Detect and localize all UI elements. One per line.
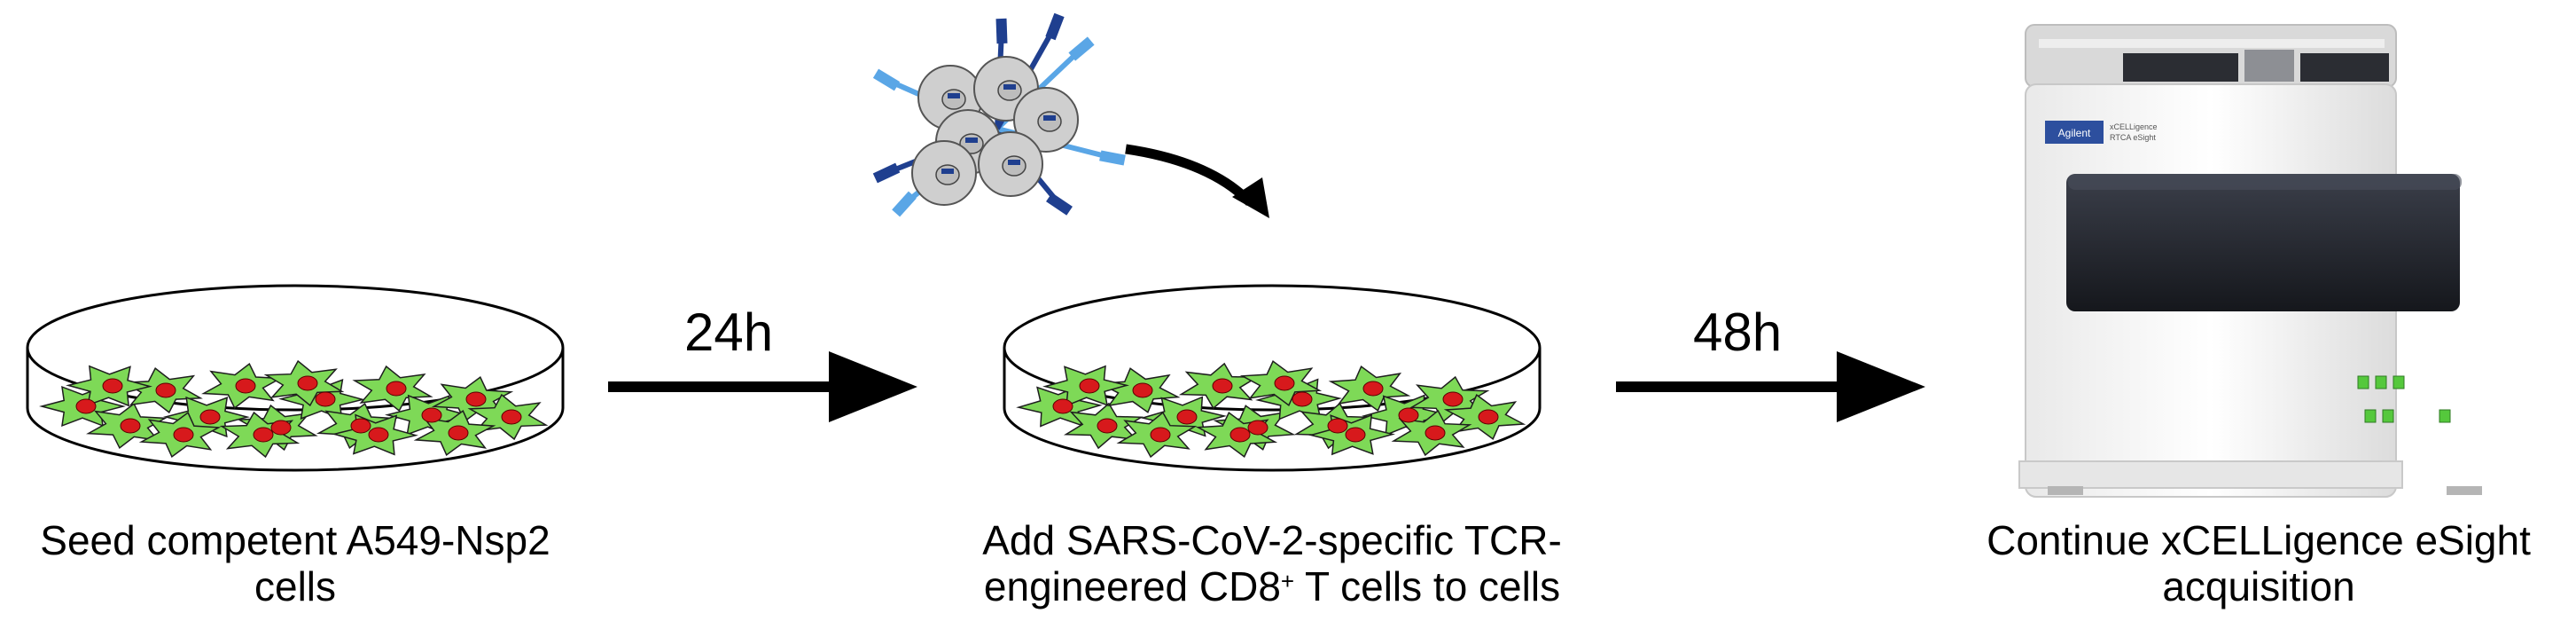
cell-nucleus xyxy=(1274,375,1295,391)
cell-nucleus xyxy=(1212,378,1233,394)
cell-nucleus xyxy=(1292,391,1313,407)
cell-nucleus xyxy=(155,382,176,398)
cell-nucleus xyxy=(102,378,123,394)
tcr-gene-marker xyxy=(948,93,960,98)
agilent-badge: Agilent xyxy=(2045,121,2104,144)
cell-nucleus xyxy=(421,407,442,423)
curved-arrow xyxy=(1125,144,1269,218)
cell-nucleus xyxy=(253,427,274,443)
cell-nucleus xyxy=(173,427,194,443)
tcr-gene-marker xyxy=(941,169,954,174)
cell-nucleus xyxy=(235,378,256,394)
arrow-48h xyxy=(1616,351,1925,422)
cell-nucleus xyxy=(1425,425,1446,441)
t-cell-nucleus xyxy=(997,80,1022,101)
cell-nucleus xyxy=(120,418,141,434)
cell-nucleus xyxy=(297,375,318,391)
tcr-gene-marker xyxy=(1003,84,1016,90)
model-label-1: xCELLigence xyxy=(2110,122,2158,131)
step-1-caption: Seed competent A549-Nsp2 cells xyxy=(40,517,550,609)
cell-monolayer-1 xyxy=(39,359,549,459)
cell-nucleus xyxy=(315,391,336,407)
tcr-t-cell-cluster xyxy=(872,12,1126,217)
tcr-gene-marker xyxy=(965,138,978,143)
cell-nucleus xyxy=(448,425,469,441)
arrow-label-24h: 24h xyxy=(684,303,774,362)
arrow-24h xyxy=(608,351,917,422)
svg-text:Agilent: Agilent xyxy=(2058,127,2091,139)
model-label-2: RTCA eSight xyxy=(2110,133,2156,142)
cell-nucleus xyxy=(75,398,97,414)
cell-nucleus xyxy=(1398,407,1419,423)
cell-nucleus xyxy=(1345,427,1366,443)
cell-nucleus xyxy=(1478,409,1499,425)
cell-nucleus xyxy=(501,409,522,425)
cell-nucleus xyxy=(465,391,487,407)
cell-nucleus xyxy=(1079,378,1100,394)
cell-nucleus xyxy=(386,381,407,397)
cell-nucleus xyxy=(1176,409,1198,425)
indicator-lights xyxy=(2357,375,2451,423)
xcelligence-instrument: Agilent xCELLigence RTCA eSight xyxy=(2018,24,2482,498)
cell-nucleus xyxy=(368,427,389,443)
arrow-label-48h: 48h xyxy=(1693,303,1783,362)
petri-dish-2 xyxy=(1003,284,1542,472)
cell-nucleus xyxy=(1247,420,1268,436)
t-cell-nucleus xyxy=(941,89,966,110)
cell-monolayer-2 xyxy=(1016,360,1526,459)
cell-nucleus xyxy=(1052,398,1073,414)
cell-nucleus xyxy=(1097,418,1118,434)
tcr-gene-marker xyxy=(1043,115,1056,121)
cell-nucleus xyxy=(1150,427,1171,443)
cell-nucleus xyxy=(1362,381,1384,397)
t-cell-nucleus xyxy=(1037,111,1062,132)
cell-nucleus xyxy=(1132,382,1153,398)
t-cell-nucleus xyxy=(935,164,960,185)
cell-nucleus xyxy=(270,420,292,436)
step-2-caption: Add SARS-CoV-2-specific TCR- engineered … xyxy=(982,517,1562,609)
cell-nucleus xyxy=(199,409,221,425)
petri-dish-1 xyxy=(26,284,565,472)
t-cell-nucleus xyxy=(1002,155,1026,177)
step-3-caption: Continue xCELLigence eSight acquisition xyxy=(1987,517,2531,609)
cell-nucleus xyxy=(1229,427,1251,443)
cell-nucleus xyxy=(1442,391,1464,407)
tcr-gene-marker xyxy=(1008,160,1020,165)
cell-nucleus xyxy=(350,418,371,434)
cell-nucleus xyxy=(1327,418,1348,434)
